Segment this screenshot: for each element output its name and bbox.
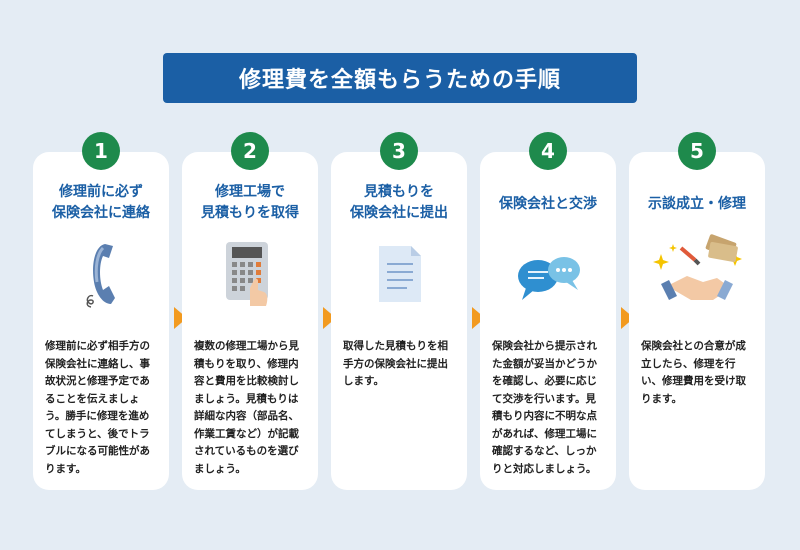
step-title: 見積もりを保険会社に提出: [350, 184, 448, 221]
step-description: 保険会社から提示された金額が妥当かどうかを確認し、必要に応じて交渉を行います。見…: [492, 340, 597, 475]
calculator-icon: [200, 234, 300, 314]
step-number-badge: 3: [380, 132, 418, 170]
telephone-icon: [51, 234, 151, 314]
step-number-badge: 1: [82, 132, 120, 170]
speech-bubbles-icon: [498, 234, 598, 314]
step-title: 示談成立・修理: [648, 196, 746, 212]
step-card-4: 保険会社と交渉 保険会社から提示された金額が妥当かどうかを確認し、必要に応じて交…: [480, 152, 616, 490]
step-number-badge: 5: [678, 132, 716, 170]
step-card-3: 見積もりを保険会社に提出 取得した見積もりを相手方の保険会社に提出します。: [331, 152, 467, 490]
step-card-5: 示談成立・修理 保険会社との合意が成立したら、修理を行い、修理費用を受け取ります…: [629, 152, 765, 490]
step-description: 複数の修理工場から見積もりを取り、修理内容と費用を比較検討しましょう。見積もりは…: [194, 340, 299, 475]
document-icon: [349, 234, 449, 314]
step-card-1: 修理前に必ず保険会社に連絡 修理前に必ず相手方の保険会社に連絡し、事故状況と修理…: [33, 152, 169, 490]
step-title: 修理工場で見積もりを取得: [201, 184, 299, 221]
page-title: 修理費を全額もらうための手順: [163, 53, 637, 103]
step-description: 取得した見積もりを相手方の保険会社に提出します。: [343, 340, 448, 387]
step-description: 保険会社との合意が成立したら、修理を行い、修理費用を受け取ります。: [641, 340, 746, 405]
step-title: 修理前に必ず保険会社に連絡: [52, 184, 150, 221]
step-title: 保険会社と交渉: [499, 196, 597, 212]
handshake-money-icon: [647, 234, 747, 314]
step-description: 修理前に必ず相手方の保険会社に連絡し、事故状況と修理予定であることを伝えましょう…: [45, 340, 150, 475]
step-number-badge: 4: [529, 132, 567, 170]
step-card-2: 修理工場で見積もりを取得 複数の修理工場から見積もりを取り、修理内容と費用を比較…: [182, 152, 318, 490]
step-number-badge: 2: [231, 132, 269, 170]
